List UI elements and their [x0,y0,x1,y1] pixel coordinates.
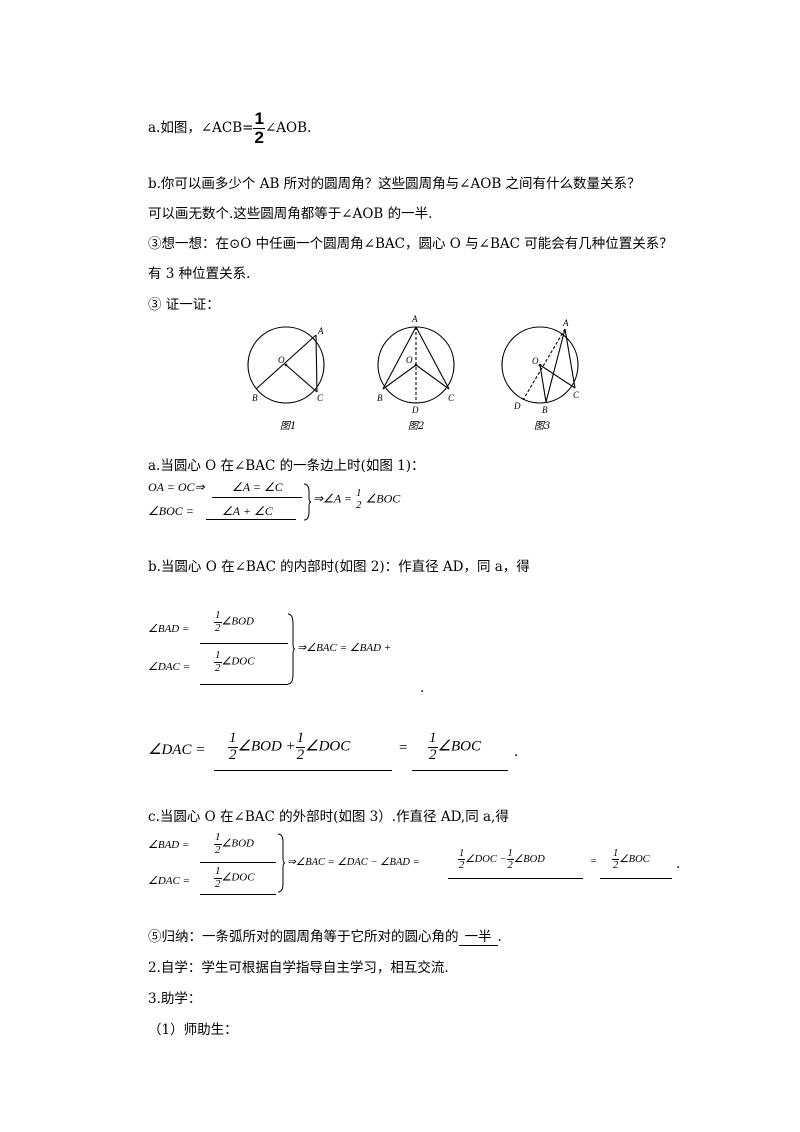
case-c-underline1 [448,878,583,879]
fig1-label-c: C [317,393,324,403]
teacher-help: （1）师助生： [148,1022,238,1038]
case-b-big-underline1 [214,770,392,771]
fig3-label-o: O [532,356,539,366]
case-b-brace [287,613,296,685]
think-answer: 有 3 种位置关系. [148,266,251,282]
case-c-brace [277,833,286,893]
answer-b: 可以画无数个.这些圆周角都等于∠AOB 的一半. [148,206,433,222]
figure-2: A O B C D 图2 [377,314,455,432]
case-b-title: b.当圆心 O 在∠BAC 的内部时(如图 2)：作直径 AD，同 a，得 [148,559,530,575]
fig2-label-c: C [448,393,455,403]
case-a-line1-fill: ∠A = ∠C [232,480,283,494]
fig2-label-a: A [411,314,418,324]
case-b-line2-underline [200,684,288,685]
fig3-caption: 图3 [534,421,550,432]
fig1-label-o: O [278,355,285,365]
help-study: 3.助学： [148,991,202,1007]
fig2-caption: 图2 [408,421,424,432]
case-c-line1-left: ∠BAD = [148,839,190,851]
case-b-big-end: . [514,744,519,760]
fig3-label-a: A [562,318,569,328]
fig3-label-b: B [542,405,548,415]
case-a-line1-underline [212,497,302,498]
case-a-brace [303,483,312,521]
figure-1: A O B C 图1 [247,326,325,432]
fig2-label-d: D [411,405,419,415]
case-b-result: ⇒∠BAC = ∠BAD + [297,642,392,654]
case-c-line2-left: ∠DAC = [148,875,191,887]
case-c-title: c.当圆心 O 在∠BAC 的外部时(如图 3）.作直径 AD,同 a,得 [148,809,509,825]
case-a-title: a.当圆心 O 在∠BAC 的一条边上时(如图 1)： [148,458,425,474]
case-c-line2-underline [200,894,276,895]
case-b-big-eq: = [398,740,409,756]
case-c-eq: = [590,856,598,867]
fig3-label-d: D [513,401,521,411]
summary: ⑤归纳：一条弧所对的圆周角等于它所对的圆心角的一半. [148,925,502,946]
case-b-big-underline2 [412,770,508,771]
think-question: ③想一想：在⊙O 中任画一个圆周角∠BAC，圆心 O 与∠BAC 可能会有几种位… [148,236,673,252]
fig2-label-o: O [406,355,413,365]
circle-figures: A O B C 图1 A O B C D 图2 A O D B C 图3 [247,314,580,432]
fig1-label-a: A [317,326,324,336]
case-b-line2-left: ∠DAC = [148,661,191,673]
case-b-dot: . [420,680,425,696]
case-b-big-left: ∠DAC = [148,742,206,758]
fig1-caption: 图1 [280,421,296,432]
question-b: b.你可以画多少个 AB 所对的圆周角？这些圆周角与∠AOB 之间有什么数量关系… [148,176,641,192]
case-a-line2-left: ∠BOC = [148,504,194,518]
fig3-label-c: C [573,390,580,400]
case-a-line2-fill: ∠A + ∠C [222,504,273,518]
case-c-line1-underline [200,862,276,863]
case-a-line1-left: OA = OC⇒ [148,480,205,494]
case-a-line2-underline [206,519,296,520]
case-b-line1-underline [200,643,288,644]
case-b-line1-left: ∠BAD = [148,623,190,635]
case-c-underline2 [600,878,672,879]
case-c-end: . [676,856,681,872]
self-study: 2.自学：学生可根据自学指导自主学习，相互交流. [148,960,449,976]
fig1-label-b: B [252,393,258,403]
prove-title: ③ 证一证： [148,297,220,313]
case-c-result: ⇒∠BAC = ∠DAC − ∠BAD = [287,857,420,868]
figure-3: A O D B C 图3 [501,318,580,432]
fig2-label-b: B [377,393,383,403]
summary-fill: 一半 [458,925,498,946]
